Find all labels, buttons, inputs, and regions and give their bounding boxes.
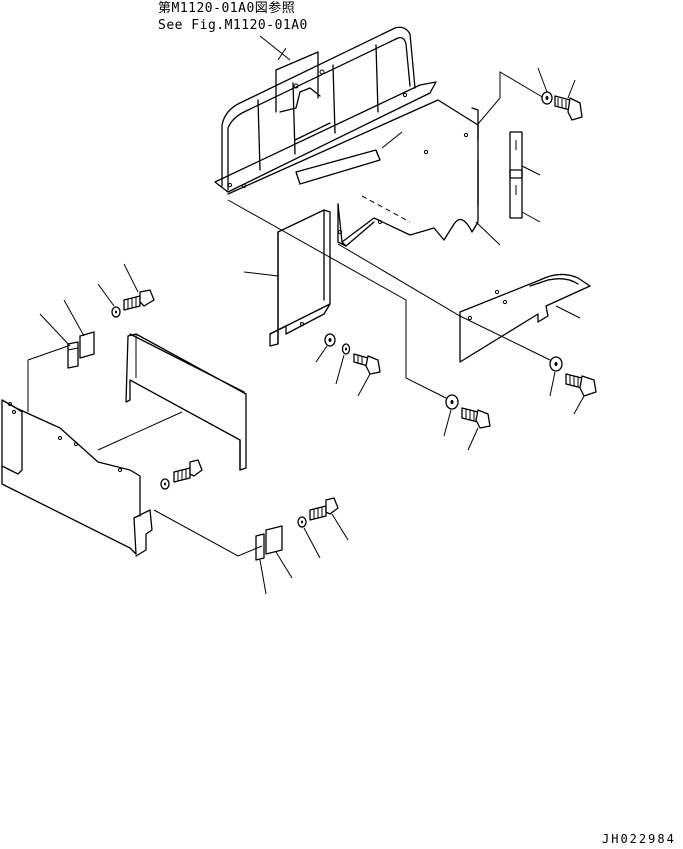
- bottom-plate-left: [255, 533, 265, 561]
- middle-front-panel: [269, 209, 331, 347]
- top-right-washer: [541, 91, 553, 105]
- figure-reference-note: 第M1120-01A0図参照 See Fig.M1120-01A0: [158, 0, 308, 34]
- left-lower-washer: [160, 478, 170, 490]
- bottom-assembly-line: [153, 509, 263, 557]
- middle-washer-small: [341, 343, 351, 355]
- right-bracket-plate: [459, 273, 591, 363]
- top-guard-frame: [214, 26, 437, 193]
- left-plate-small: [67, 341, 79, 369]
- drawing-id: JH022984: [602, 832, 676, 846]
- assembly-line-b: [337, 243, 551, 361]
- bottom-plate-right: [265, 525, 283, 555]
- left-washer: [111, 306, 121, 318]
- lower-middle-bolt: [461, 407, 491, 429]
- left-assembly-line: [27, 345, 69, 412]
- right-washer: [549, 356, 563, 372]
- callout-leaders: [39, 67, 585, 595]
- left-plate-medium: [79, 331, 95, 359]
- right-bolt: [565, 373, 597, 397]
- bottom-washer: [297, 516, 307, 528]
- reference-note-english: See Fig.M1120-01A0: [158, 18, 308, 33]
- middle-bolt: [353, 353, 381, 375]
- left-large-panel: [125, 333, 247, 471]
- upper-side-cover: [227, 99, 479, 247]
- left-bolt: [123, 289, 155, 311]
- left-lower-bolt: [173, 459, 203, 483]
- top-right-bolt: [554, 95, 583, 121]
- left-side-cover: [1, 399, 153, 557]
- right-support-strips: [477, 131, 523, 219]
- reference-leader-line: [259, 35, 291, 61]
- lower-middle-washer: [445, 394, 459, 410]
- assembly-line-a: [227, 199, 447, 399]
- reference-note-japanese: 第M1120-01A0図参照: [158, 1, 296, 16]
- middle-washer-large: [324, 333, 336, 347]
- fastener-leader-path: [477, 71, 545, 125]
- bottom-bolt: [309, 497, 339, 521]
